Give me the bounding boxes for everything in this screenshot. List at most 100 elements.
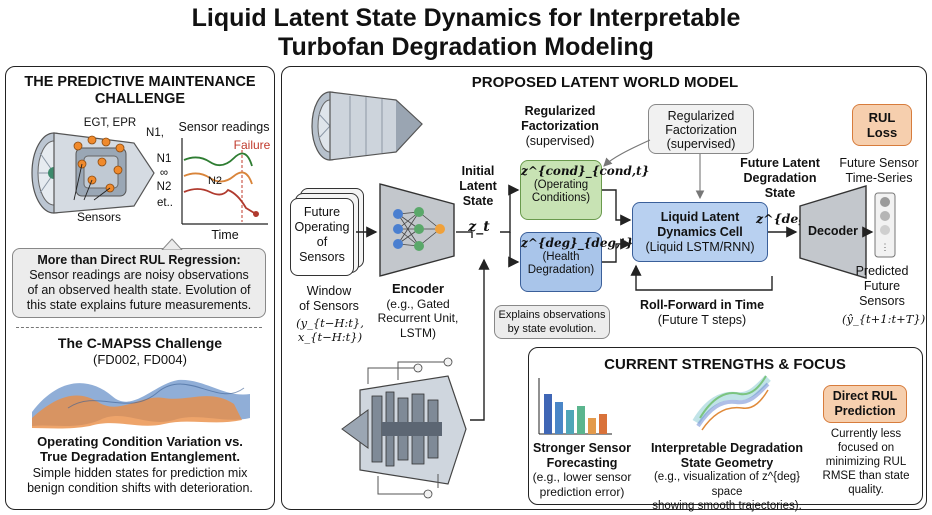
direct-rul-line-2: Prediction	[834, 404, 896, 418]
rollforward-title: Roll-Forward in Time	[639, 298, 765, 312]
geometry-line-1: Interpretable Degradation	[650, 441, 804, 455]
predicted-line-3: Sensors	[859, 294, 905, 308]
forecasting-text: Stronger Sensor Forecasting (e.g., lower…	[532, 441, 632, 499]
geometry-text: Interpretable Degradation State Geometry…	[638, 441, 816, 514]
initial-state-symbol: z_t	[468, 219, 490, 235]
cell-line-2: Dynamics Cell	[657, 225, 743, 239]
initial-line-1: Initial	[461, 164, 495, 178]
cond-latent-box: z^{cond}_{cond,t} (Operating Conditions)	[520, 160, 650, 220]
reg-factorization-right: Regularized Factorization (supervised)	[648, 104, 754, 154]
infinity-label: ∞	[159, 167, 169, 179]
focus-text: Currently less focused on minimizing RUL…	[818, 427, 914, 497]
egt-epr-label: EGT, EPR	[83, 117, 137, 129]
explain-line-2: by state evolution.	[507, 322, 597, 335]
challenge-panel-title: THE PREDICTIVE MAINTENANCE CHALLENGE	[5, 74, 275, 108]
reg-right-line-2: Factorization	[665, 123, 737, 137]
cond-symbol: z^{cond}_{cond,t}	[521, 164, 650, 178]
encoder-label: Encoder (e.g., Gated Recurrent Unit, LST…	[372, 281, 464, 340]
panel-divider	[16, 327, 262, 328]
predicted-sensors-label: Predicted Future Sensors	[842, 264, 922, 309]
deg-line-2: Degradation)	[527, 264, 595, 276]
model-panel-title: PROPOSED LATENT WORLD MODEL	[471, 74, 739, 91]
reg-left-line-2: Factorization	[521, 119, 599, 133]
entanglement-heading-2: True Degradation Entanglement.	[39, 449, 241, 464]
future-line-1: Future Latent	[740, 156, 820, 170]
direct-rul-line-1: Direct RUL	[832, 389, 898, 403]
future-line-3: State	[764, 186, 796, 200]
future-sensor-label: Future Sensor Time-Series	[834, 156, 924, 186]
cutaway-engine-icon	[341, 357, 467, 499]
encoder-line-2: Recurrent Unit,	[377, 311, 459, 325]
deg-symbol: z^{deg}_{deg,t}	[521, 236, 634, 250]
sensor-vector-icon: ⋮	[874, 192, 896, 258]
window-line-1: Window	[306, 284, 352, 298]
reg-right-line-3: (supervised)	[666, 137, 736, 151]
callout-line-2: of an observed health state. Evolution o…	[27, 283, 251, 297]
callout-line-3: this state explains future measurements.	[26, 298, 252, 312]
bar-chart-icon	[538, 378, 612, 435]
trajectory-plot-icon	[692, 375, 771, 431]
focus-line-4: RMSE than state	[822, 470, 910, 482]
title-line-1: Liquid Latent State Dynamics for Interpr…	[191, 4, 741, 32]
geometry-line-2: State Geometry	[680, 455, 774, 470]
sensor-plot-title: Sensor readings	[178, 120, 270, 134]
predicted-line-2: Future	[863, 279, 901, 293]
cell-line-1: Liquid Latent	[660, 210, 740, 224]
n2-axis-label: N2	[156, 181, 172, 193]
title-line-2: Turbofan Degradation Modeling	[278, 33, 654, 61]
callout-line-1: Sensor readings are noisy observations	[29, 268, 249, 282]
future-latent-label: Future Latent Degradation State	[728, 156, 832, 201]
future-line-2: Degradation	[743, 171, 817, 185]
forecasting-line-4: prediction error)	[539, 484, 625, 499]
forecasting-line-3: (e.g., lower sensor	[532, 470, 632, 484]
focus-line-2: focused on	[837, 442, 895, 454]
initial-line-2: Latent	[459, 179, 497, 193]
callout-heading: More than Direct RUL Regression:	[37, 253, 241, 267]
cmapss-heading: The C-MAPSS Challenge	[57, 335, 223, 351]
predicted-line-1: Predicted	[855, 264, 909, 278]
explain-line-1: Explains observations	[498, 309, 606, 321]
geometry-line-3: (e.g., visualization of z^{deg} space	[653, 471, 801, 498]
explains-callout: Explains observations by state evolution…	[494, 305, 610, 339]
sensor-readings-plot	[181, 138, 268, 225]
entanglement-surface-icon	[32, 379, 250, 429]
forecasting-line-1: Stronger Sensor	[533, 441, 631, 455]
encoder-line-1: (e.g., Gated	[386, 296, 450, 311]
neural-network-icon	[393, 207, 445, 251]
time-axis-label: Time	[211, 228, 239, 242]
entanglement-heading: Operating Condition Variation vs. True D…	[5, 434, 275, 464]
reg-left-line-3: (supervised)	[525, 134, 595, 148]
initial-line-3: State	[462, 194, 494, 208]
failure-label: Failure	[233, 138, 271, 152]
rul-loss-line-2: Loss	[866, 125, 898, 140]
window-of-sensors-label: Window of Sensors	[284, 284, 374, 314]
svg-text:⋮: ⋮	[881, 242, 890, 252]
reg-factorization-left: Regularized Factorization (supervised)	[506, 104, 614, 149]
jet-engine-icon	[311, 91, 423, 161]
reg-left-line-1: Regularized	[524, 104, 596, 118]
rul-regression-callout: More than Direct RUL Regression: Sensor …	[12, 248, 266, 318]
entanglement-text: Simple hidden states for prediction mix …	[5, 466, 275, 496]
decoder-block	[799, 185, 867, 279]
deg-latent-box: z^{deg}_{deg,t} (Health Degradation)	[520, 232, 634, 292]
input-stack-line-4: Sensors	[299, 250, 345, 264]
etc-label: et..	[157, 197, 173, 209]
n2-curve-label: N2	[207, 175, 223, 187]
rollforward-sub: (Future T steps)	[657, 313, 747, 327]
encoder-line-3: LSTM)	[400, 325, 436, 340]
challenge-title-line-2: CHALLENGE	[94, 91, 186, 107]
cond-line-1: (Operating	[533, 178, 589, 191]
future-sensor-line-1: Future Sensor	[839, 156, 919, 170]
jet-engine-icon	[31, 132, 155, 214]
entanglement-heading-1: Operating Condition Variation vs.	[37, 434, 243, 449]
n1-top-label: N1,	[146, 127, 164, 139]
n1-axis-label: N1	[156, 153, 172, 165]
roll-forward-label: Roll-Forward in Time (Future T steps)	[622, 298, 782, 328]
rul-loss-line-1: RUL	[868, 110, 896, 125]
input-stack-line-3: of	[316, 235, 328, 249]
decoder-label: Decoder	[807, 224, 859, 238]
cmapss-subsets: (FD002, FD004)	[93, 352, 187, 367]
initial-latent-state-label: Initial Latent State	[452, 164, 504, 209]
rul-loss-box: RUL Loss	[852, 104, 912, 146]
strengths-panel-title: CURRENT STRENGTHS & FOCUS	[604, 356, 846, 373]
